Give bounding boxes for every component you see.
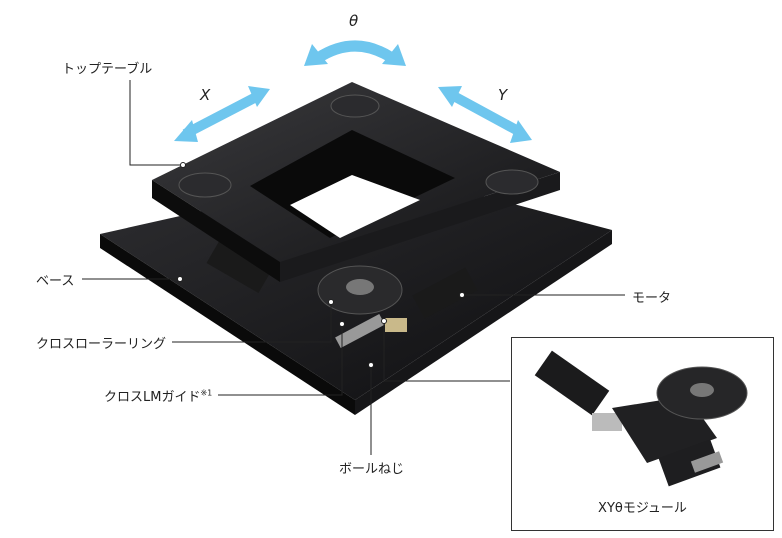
x-axis-arrow: [174, 86, 270, 142]
top-table: [152, 82, 560, 282]
leader-lines: [82, 80, 625, 455]
footnote-mark: ※1: [200, 388, 213, 398]
y-axis-label: Y: [498, 86, 508, 104]
xy-theta-module-inset: XYθモジュール: [511, 337, 774, 531]
label-ball-screw: ボールねじ: [339, 462, 405, 477]
label-motor: モータ: [632, 291, 672, 306]
motor-right: [412, 267, 478, 319]
inset-caption: XYθモジュール: [598, 501, 687, 516]
theta-axis-label: θ: [349, 12, 359, 30]
theta-arrow: [304, 40, 406, 66]
x-axis-label: X: [200, 86, 211, 104]
y-axis-arrow: [438, 86, 532, 143]
motor-left: [206, 237, 274, 293]
label-cross-roller-ring: クロスローラーリング: [36, 337, 167, 352]
leader-dots: [177, 162, 465, 368]
label-top-table: トップテーブル: [62, 62, 153, 77]
label-cross-lm-guide: クロスLMガイド※1: [104, 388, 213, 405]
module-illustration: [534, 350, 748, 487]
ball-screw: [335, 313, 385, 349]
label-base: ベース: [36, 274, 75, 289]
